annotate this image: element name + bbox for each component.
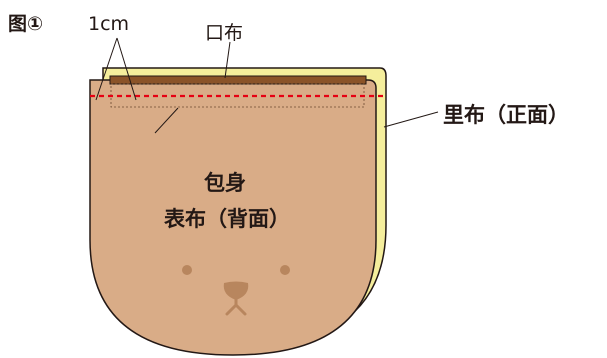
figure-label: 图① [8,13,43,35]
bear-right-eye [280,265,290,275]
seam-allowance-leader-left [95,37,118,101]
seam-allowance-leader-right [116,37,137,101]
bear-left-eye [182,265,192,275]
seam-allowance-label: 1cm [88,13,129,35]
dotted-area-leader [154,107,179,134]
opening-strip [109,75,367,85]
opening-strip-leader [224,41,231,79]
lining-label: 里布（正面） [443,103,569,127]
opening-strip-label: 口布 [205,22,243,44]
bear-mouth [225,297,247,316]
body-label: 包身 [204,171,246,195]
bear-nose [223,281,249,300]
lining-leader [383,111,439,128]
outer-fabric-label: 表布（背面） [164,207,290,231]
outer-fabric-piece [89,79,377,356]
